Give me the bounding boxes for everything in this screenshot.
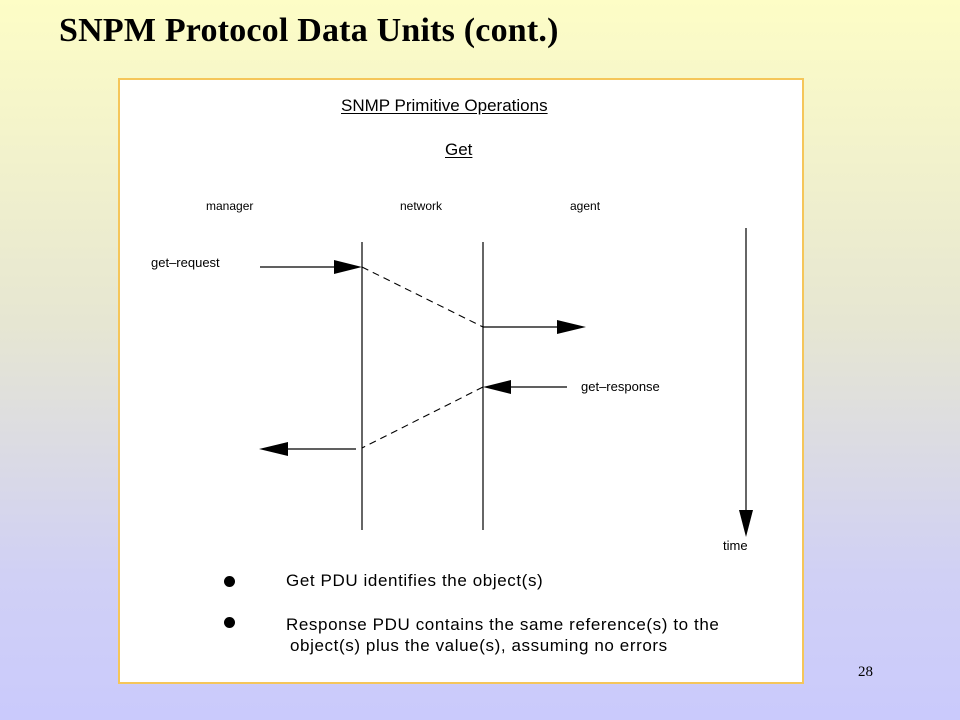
page-number: 28	[858, 664, 873, 680]
diagram-subheading: Get	[445, 140, 473, 159]
get-request-label: get–request	[151, 255, 220, 270]
response-arrowhead	[483, 380, 511, 394]
column-label-agent: agent	[570, 199, 601, 213]
diagram-heading: SNMP Primitive Operations	[341, 96, 548, 115]
diagram-panel: SNMP Primitive Operations Get manager ne…	[118, 78, 804, 684]
request-transit-dashed	[361, 266, 484, 328]
bullet-dot	[224, 576, 235, 587]
time-label: time	[723, 538, 748, 553]
bullet-text: Response PDU contains the same reference…	[286, 615, 720, 634]
request-forward-arrowhead	[557, 320, 586, 334]
bullet-text: Get PDU identifies the object(s)	[286, 571, 544, 590]
column-label-network: network	[400, 199, 443, 213]
time-arrowhead	[739, 510, 753, 537]
response-return-arrowhead	[259, 442, 288, 456]
sequence-diagram	[259, 228, 753, 537]
column-label-manager: manager	[206, 199, 254, 213]
response-transit-dashed	[361, 386, 484, 449]
get-response-label: get–response	[581, 379, 660, 394]
request-arrowhead	[334, 260, 362, 274]
bullet-text-continued: object(s) plus the value(s), assuming no…	[290, 636, 668, 655]
bullet-dot	[224, 617, 235, 628]
slide-title: SNPM Protocol Data Units (cont.)	[59, 12, 559, 49]
